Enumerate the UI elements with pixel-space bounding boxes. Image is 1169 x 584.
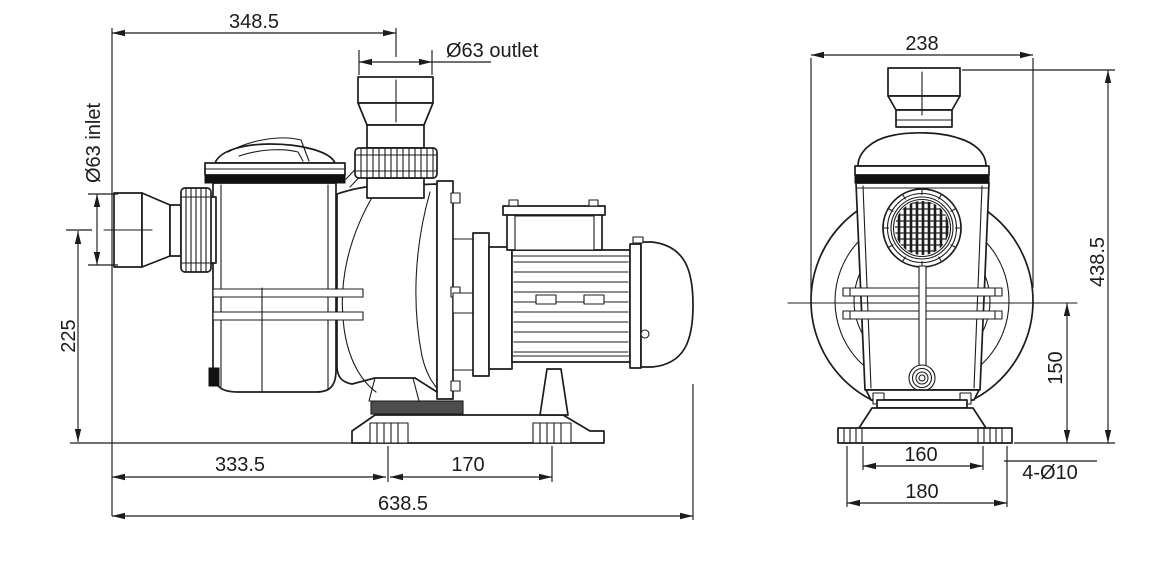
window-bezel-ticks	[883, 189, 961, 267]
dim-inlet: Ø63 inlet	[83, 103, 105, 265]
dim-160-label: 160	[904, 444, 937, 466]
pot-lid	[204, 137, 346, 184]
dim-348-5: 348.5	[112, 11, 396, 37]
motor-rear-ring	[629, 243, 642, 369]
pot-drain-plug-side	[208, 367, 220, 387]
motor-foot	[539, 368, 569, 416]
clamp-bars-side	[212, 288, 364, 321]
dim-638-5: 638.5	[112, 493, 693, 520]
motor	[502, 199, 694, 416]
volute-foot-plate	[370, 400, 464, 415]
volute-side	[336, 156, 464, 415]
outlet-pipe-side	[354, 76, 438, 199]
pot-lid-front	[854, 131, 990, 184]
front-view	[787, 67, 1078, 444]
strainer-basket-mesh	[895, 201, 949, 255]
dim-238: 238	[811, 33, 1033, 59]
strainer-pot	[212, 182, 337, 393]
bolt-holes-label: 4-Ø10	[1022, 462, 1078, 484]
motor-bracket	[436, 180, 513, 400]
outlet-label: Ø63 outlet	[446, 40, 539, 62]
outlet-union-nut	[354, 147, 438, 179]
pump-base-side	[351, 414, 605, 444]
dim-150: 150	[1045, 303, 1071, 443]
strainer-window	[882, 188, 962, 268]
lid-seal-band-front	[854, 174, 990, 184]
dim-225: 225	[58, 231, 82, 442]
dim-333-5: 333.5	[112, 454, 386, 481]
dim-238-label: 238	[905, 33, 938, 55]
dim-170: 170	[390, 454, 552, 481]
dim-348-5-label: 348.5	[229, 11, 279, 33]
lid-seal-band	[204, 174, 346, 184]
lid-handle	[227, 137, 310, 162]
dim-638-5-label: 638.5	[378, 493, 428, 515]
dim-438-5-label: 438.5	[1087, 237, 1109, 287]
dimensions: 348.5 Ø63 outlet Ø63 inlet 225	[58, 11, 1115, 520]
pump-base-front	[837, 389, 1013, 444]
dim-180-label: 180	[905, 481, 938, 503]
motor-end-cap	[640, 241, 694, 368]
dim-170-label: 170	[451, 454, 484, 476]
inlet-assembly	[103, 187, 217, 273]
dim-160: 160	[863, 444, 983, 470]
dim-333-5-label: 333.5	[215, 454, 265, 476]
dim-150-label: 150	[1045, 351, 1067, 384]
motor-cooling-fins	[513, 261, 629, 353]
dim-outlet: Ø63 outlet	[359, 40, 539, 66]
side-view	[103, 76, 694, 444]
dim-180: 180	[847, 481, 1007, 507]
motor-terminal-box	[502, 199, 606, 251]
inlet-union-nut	[180, 187, 212, 273]
dim-438-5: 438.5	[1087, 70, 1112, 443]
inlet-label: Ø63 inlet	[83, 103, 105, 183]
dim-225-label: 225	[58, 319, 80, 352]
drain-plug-front	[908, 364, 936, 392]
callout-bolt-holes: 4-Ø10	[1004, 460, 1097, 484]
outlet-pipe-front	[887, 67, 961, 128]
drain-stem	[918, 265, 927, 368]
